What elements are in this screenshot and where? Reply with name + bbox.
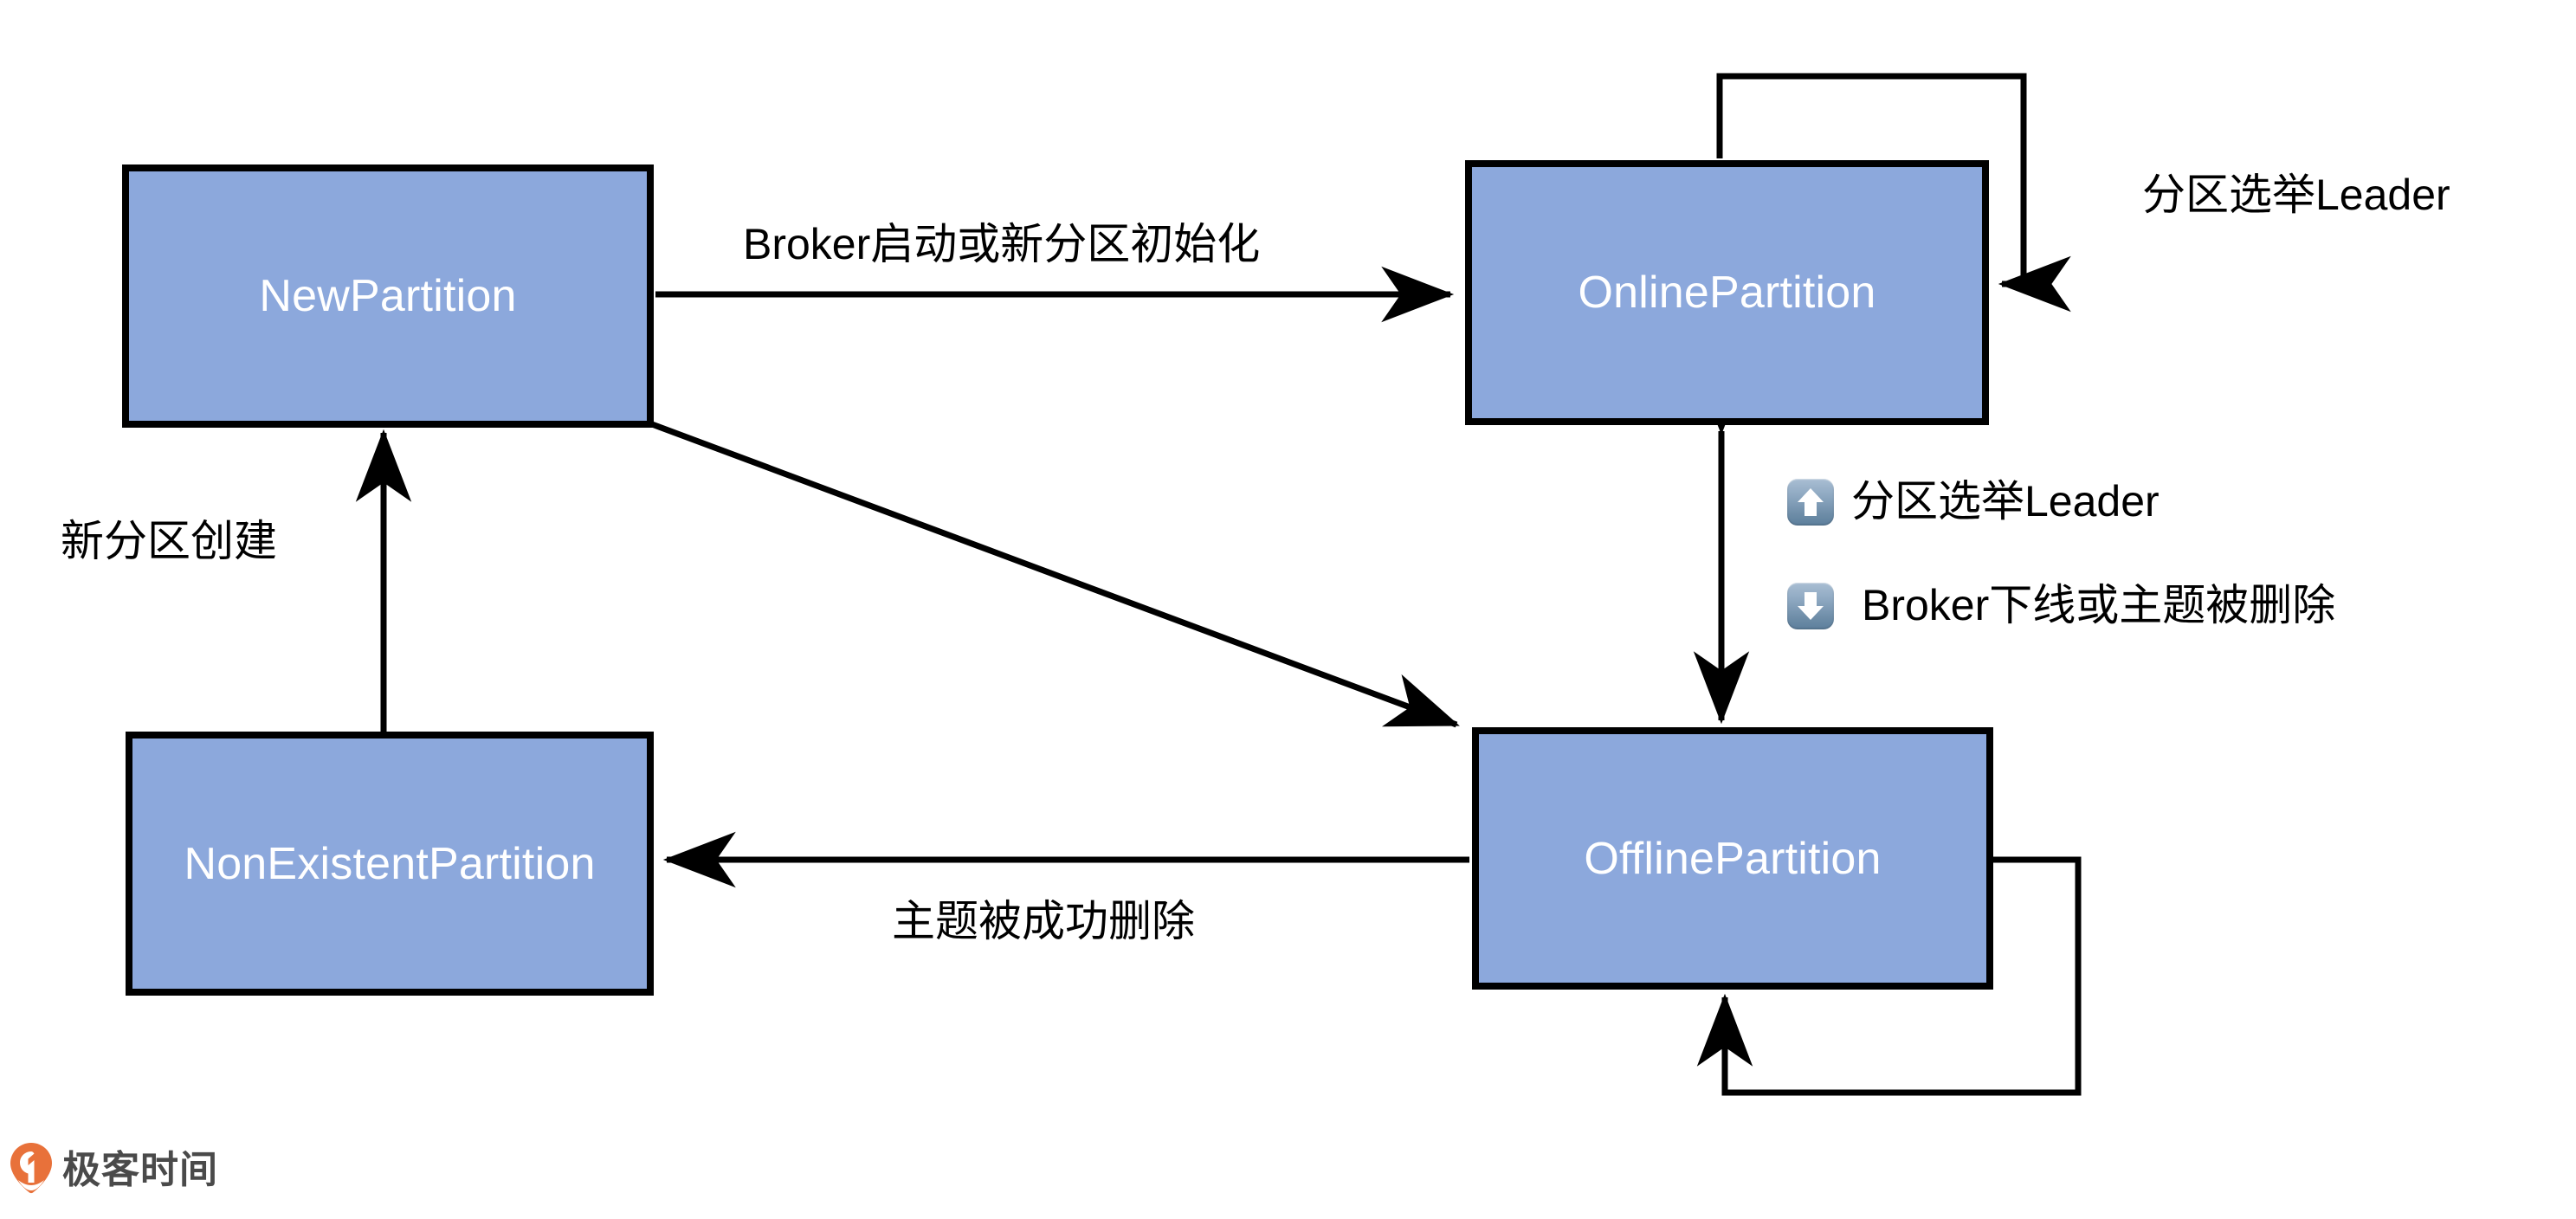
state-box-nonexistent-partition[interactable]: NonExistentPartition (126, 732, 654, 996)
watermark-brand-text: 极客时间 (62, 1148, 218, 1191)
state-box-new-partition[interactable]: NewPartition (122, 164, 654, 428)
legend-text-leader-election: 分区选举Leader (1851, 477, 2160, 526)
watermark: 极客时间 (9, 1141, 218, 1199)
edge-new-to-offline (650, 421, 1460, 728)
edge-label-offline-to-nonexistent: 主题被成功删除 (892, 897, 1195, 945)
geektime-logo-icon (9, 1141, 54, 1199)
edge-label-online-self-loop: 分区选举Leader (2142, 171, 2450, 219)
legend-row-broker-offline: Broker下线或主题被删除 (1787, 582, 2335, 629)
edge-label-nonexistent-to-new: 新分区创建 (61, 517, 277, 565)
legend-text-broker-offline: Broker下线或主题被删除 (1862, 581, 2336, 629)
legend-row-leader-election: 分区选举Leader (1787, 478, 2160, 526)
state-box-offline-partition[interactable]: OfflinePartition (1472, 727, 1993, 990)
state-label-online-partition: OnlinePartition (1578, 268, 1876, 318)
state-label-nonexistent-partition: NonExistentPartition (184, 838, 596, 889)
edge-label-new-to-online: Broker启动或新分区初始化 (743, 220, 1261, 268)
state-label-new-partition: NewPartition (259, 271, 517, 321)
state-label-offline-partition: OfflinePartition (1584, 833, 1882, 884)
state-box-online-partition[interactable]: OnlinePartition (1465, 160, 1989, 425)
arrow-up-icon (1787, 478, 1834, 526)
arrow-down-icon (1787, 582, 1834, 629)
